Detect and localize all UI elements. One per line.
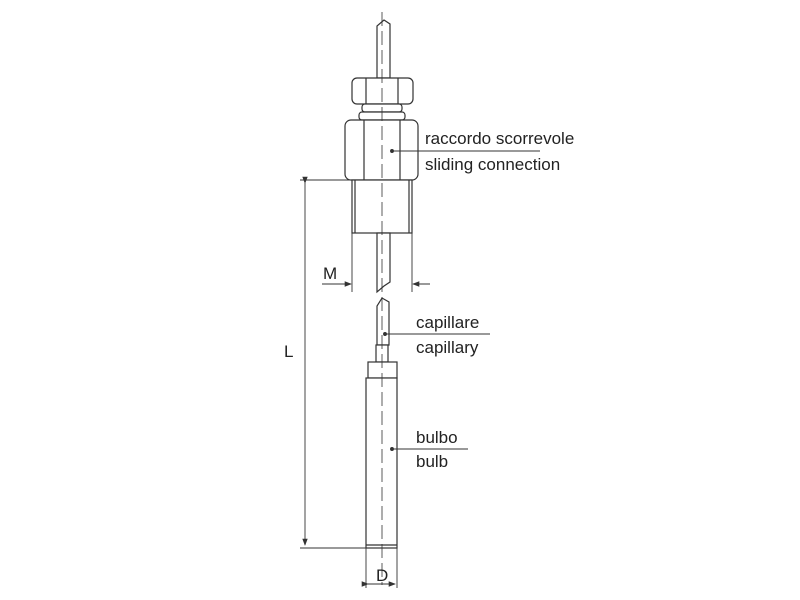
top-nut xyxy=(351,77,414,105)
dimension-m: M xyxy=(323,264,338,283)
hex-body xyxy=(344,119,419,181)
leader-lines xyxy=(383,149,540,451)
label-bulb-en: bulb xyxy=(416,452,449,471)
label-fitting-en: sliding connection xyxy=(425,155,561,174)
label-capillary-en: capillary xyxy=(416,338,479,357)
label-capillary-it: capillare xyxy=(416,313,480,332)
dimension-d: D xyxy=(376,566,389,585)
dimension-l: L xyxy=(284,342,294,361)
capillary-top xyxy=(376,19,391,79)
capillary-mid xyxy=(376,232,391,346)
label-fitting-it: raccordo scorrevole xyxy=(425,129,575,148)
label-bulb-it: bulbo xyxy=(416,428,458,447)
bulb xyxy=(365,344,398,549)
dimension-lines xyxy=(300,176,430,588)
